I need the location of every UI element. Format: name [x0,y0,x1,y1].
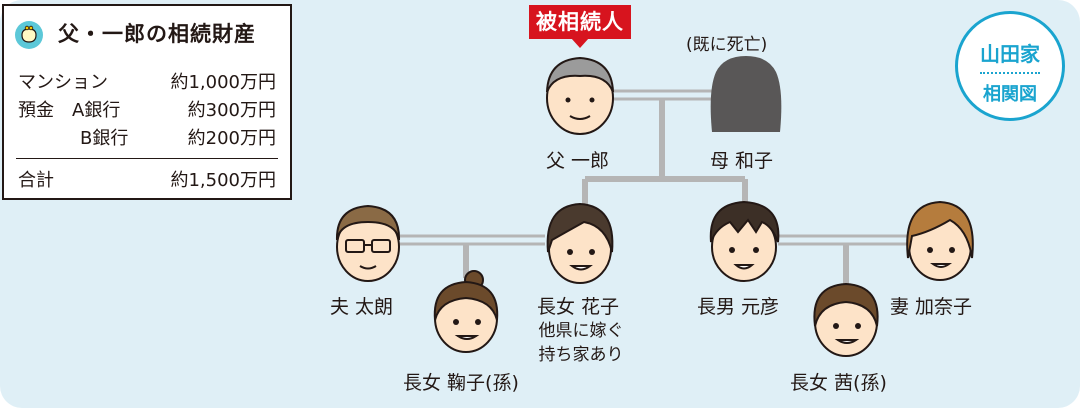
son-label: 長男 元彦 [697,296,780,318]
asset-value-bank-b: 約200万円 [187,128,276,149]
asset-summary-card: 父・一郎の相続財産 マンション 約1,000万円 預金 A銀行 約300万円 B… [2,4,292,200]
asset-label-bank-a: 預金 A銀行 [18,100,121,121]
family-name-label: 山田家 [980,42,1040,66]
asset-title: 父・一郎の相続財産 [58,22,256,46]
wife-label: 妻 加奈子 [890,296,973,318]
granddaughter1-label: 長女 鞠子(孫) [403,372,519,394]
mother-label: 母 和子 [710,150,774,172]
purse-icon [15,21,43,49]
son-face-icon [709,200,780,282]
asset-total-value: 約1,500万円 [170,170,276,191]
emblem-divider [980,72,1040,74]
daughter-note-1: 他県に嫁ぐ [538,321,624,341]
granddaughter2-label: 長女 茜(孫) [790,372,887,394]
father-face-icon [546,56,614,135]
asset-label-bank-b: B銀行 [80,128,129,149]
father-label: 父 一郎 [546,150,610,172]
chart-type-label: 相関図 [983,84,1037,105]
husband-face-icon [335,204,401,282]
daughter-note-2: 持ち家あり [538,345,624,365]
asset-value-mansion: 約1,000万円 [170,72,276,93]
asset-value-bank-a: 約300万円 [187,100,276,121]
husband-label: 夫 太朗 [330,296,394,318]
granddaughter1-face-icon [433,270,499,353]
deceased-badge-pointer [571,38,589,48]
mother-silhouette-icon [710,56,782,132]
asset-label-mansion: マンション [18,72,108,93]
daughter-face-icon [546,202,614,284]
deceased-badge: 被相続人 [529,5,631,39]
family-chart-emblem: 山田家 相関図 [955,11,1065,121]
wife-face-icon [906,200,974,281]
relation-lines [400,89,915,285]
daughter-label: 長女 花子 [537,296,620,318]
asset-total-label: 合計 [18,170,54,191]
asset-divider [16,158,278,159]
mother-note: (既に死亡) [686,35,768,55]
granddaughter2-face-icon [813,282,879,357]
